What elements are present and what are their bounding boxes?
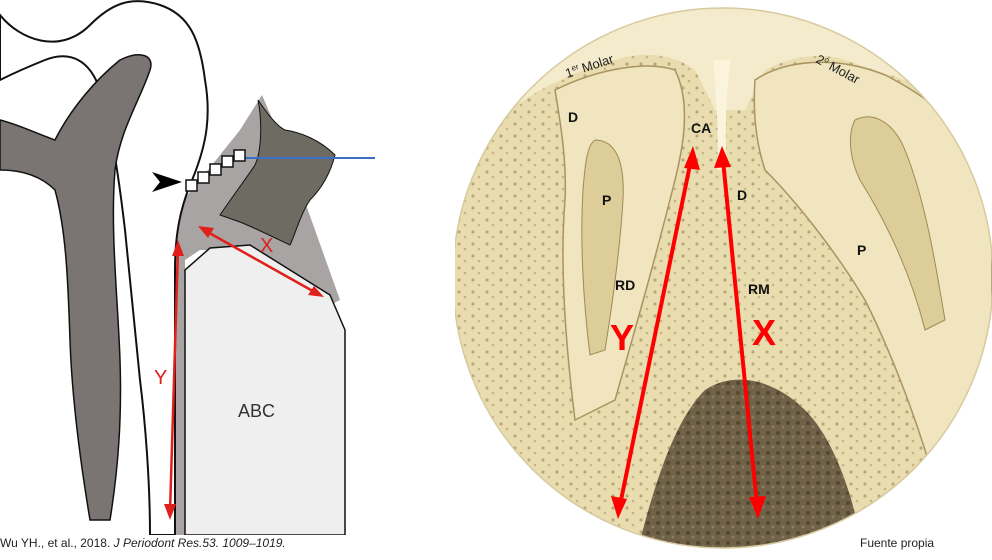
x-label: X	[260, 235, 273, 257]
pulp-label-left: P	[602, 192, 611, 208]
marker-square	[198, 172, 209, 183]
marker-square	[222, 156, 233, 167]
citation-authors: Wu YH., et al., 2018.	[0, 536, 110, 550]
dentin-label-left: D	[568, 109, 578, 125]
histology-micrograph: 1erMolar 2oMolar D D CA P P RD RM Y X	[455, 0, 992, 560]
periodontal-schematic: X Y ABC	[0, 0, 380, 535]
rd-label: RD	[615, 277, 635, 293]
abc-label: ABC	[238, 401, 275, 421]
citation-journal: J Periodont Res.53. 1009–1019.	[114, 536, 286, 550]
rm-label: RM	[748, 281, 770, 297]
citation: Wu YH., et al., 2018. J Periodont Res.53…	[0, 536, 286, 550]
dentin-label-right: D	[737, 187, 747, 203]
pulp-label-right: P	[857, 242, 866, 258]
source-credit: Fuente propia	[860, 536, 934, 550]
x-measure-label: X	[752, 312, 776, 353]
marker-square	[186, 180, 197, 191]
alveolar-bone-crest	[185, 245, 345, 535]
y-label: Y	[154, 367, 167, 389]
marker-square	[234, 150, 245, 161]
y-measure-label: Y	[610, 317, 634, 358]
ca-label: CA	[691, 120, 711, 136]
marker-square	[210, 164, 221, 175]
